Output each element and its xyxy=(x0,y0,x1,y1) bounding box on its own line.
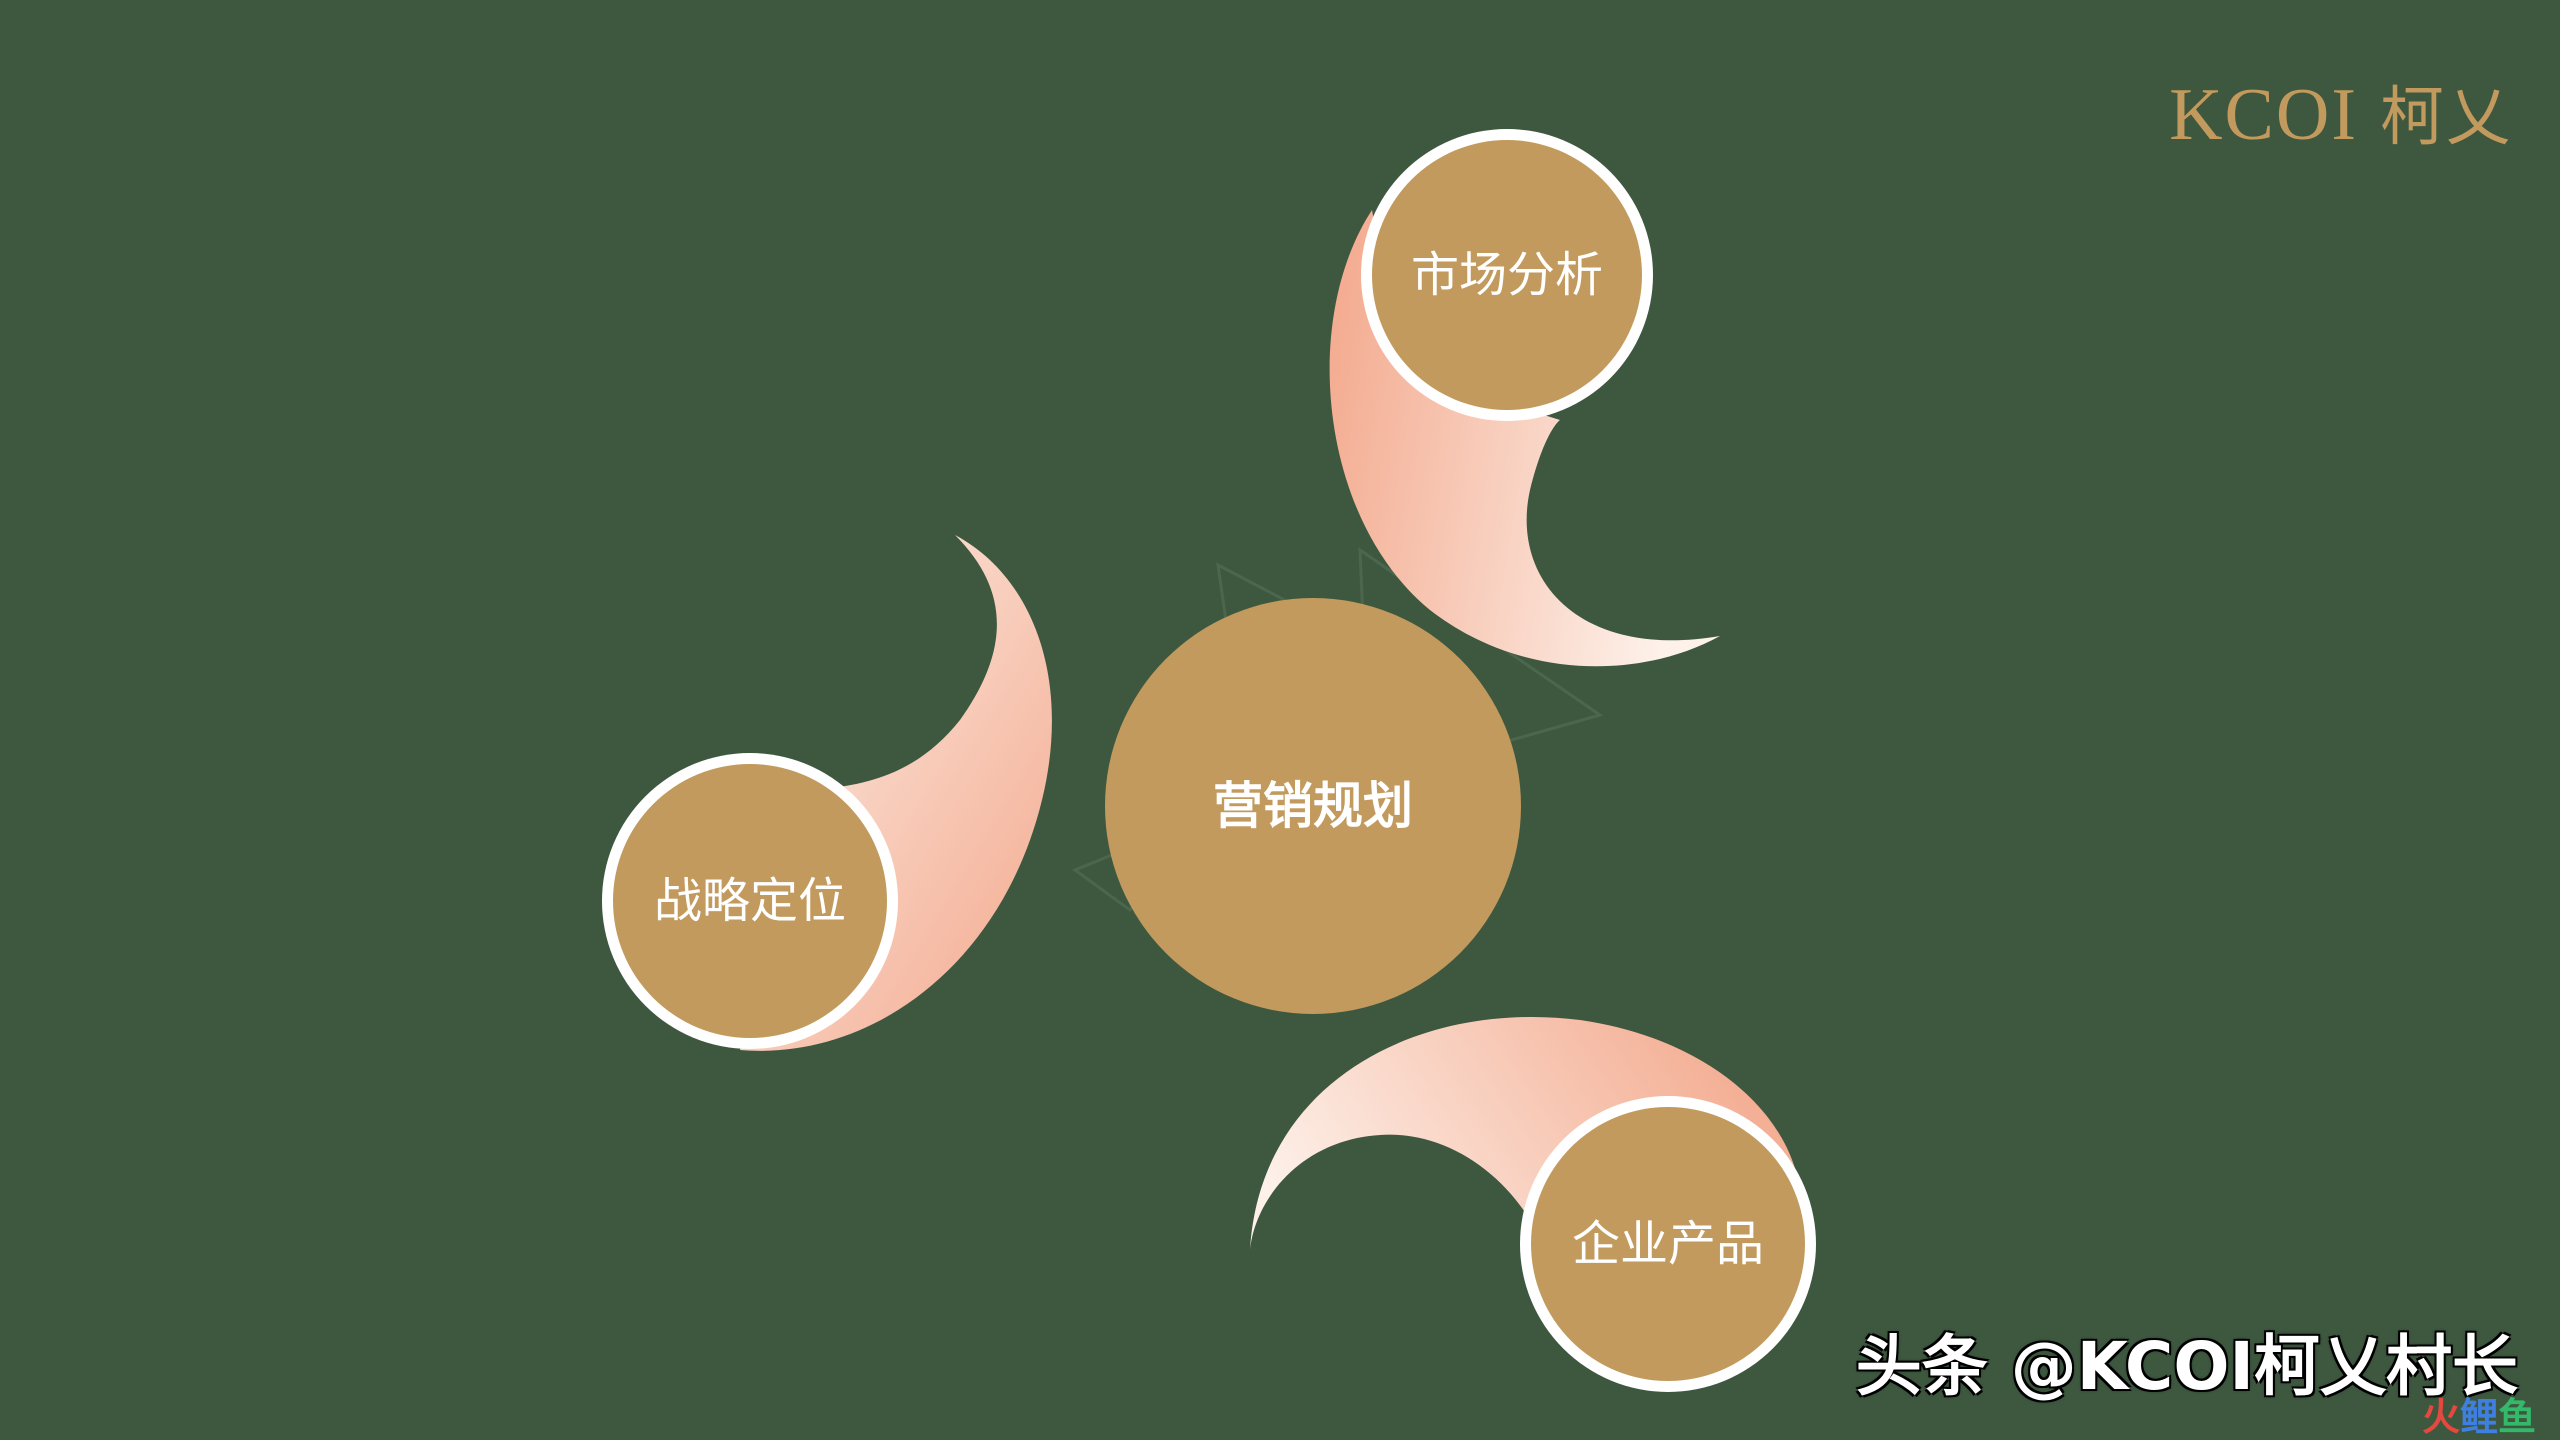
strategy-node-label: 战略定位 xyxy=(654,873,846,929)
watermark-sublogo-char-1: 火 xyxy=(2421,1395,2460,1439)
market-node-circle xyxy=(1372,140,1642,410)
watermark-sublogo: 火鲤鱼 xyxy=(2422,1398,2536,1436)
watermark-text: 头条 @KCOI柯乂村长 xyxy=(1855,1328,2518,1405)
strategy-node-circle xyxy=(613,764,887,1038)
watermark-sublogo-char-3: 鱼 xyxy=(2497,1395,2536,1439)
center-node-label: 营销规划 xyxy=(1213,777,1413,835)
watermark-sublogo-char-2: 鲤 xyxy=(2459,1395,2498,1439)
product-node-circle xyxy=(1531,1107,1805,1381)
brand-logo-latin: KCOI xyxy=(2169,74,2358,156)
center-node-circle xyxy=(1105,598,1521,1014)
brand-logo-chinese: 柯乂 xyxy=(2380,81,2512,155)
market-node-label: 市场分析 xyxy=(1411,247,1603,303)
product-node-label: 企业产品 xyxy=(1572,1216,1764,1272)
swirl-market xyxy=(1329,210,1720,667)
